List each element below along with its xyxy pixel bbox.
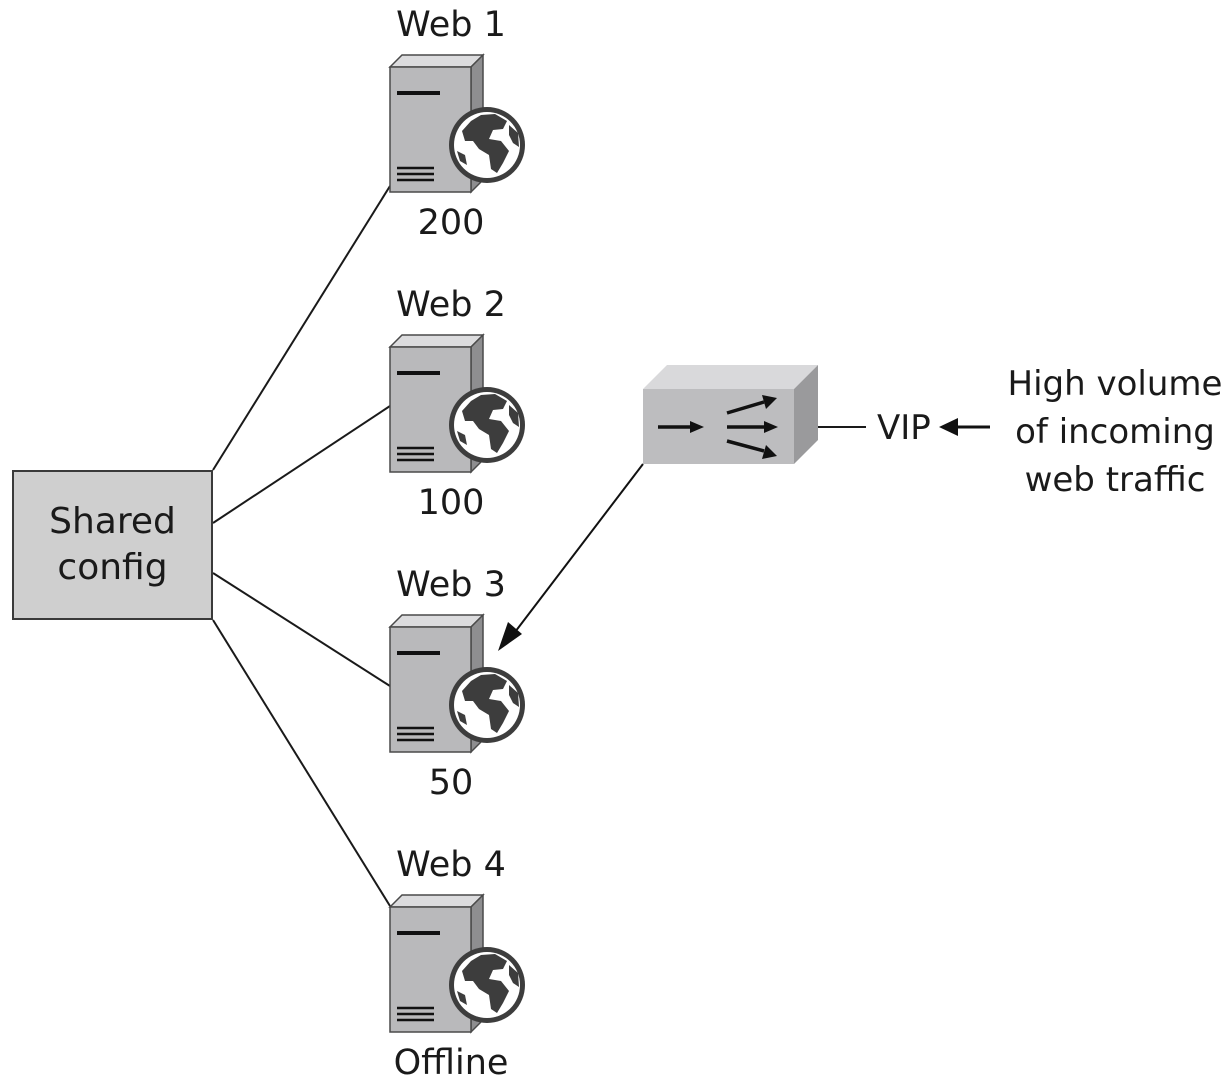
traffic-label-line: High volume [1007,364,1223,404]
shared-config-box: Shared config [12,470,213,620]
connector-web-4 [212,619,391,907]
server-title: Web 1 [396,5,506,45]
server-title: Web 3 [396,565,506,605]
shared-config-label: Shared [49,501,176,542]
server-globe-icon [390,335,525,472]
server-weight: 50 [428,763,474,803]
server-status: Offline [393,1043,509,1083]
shared-config-label: config [57,547,168,588]
load-balancer-icon [643,365,818,464]
traffic-label-line: of incoming [1015,412,1215,452]
vip-label: VIP [877,408,931,448]
traffic-label-line: web traffic [1024,460,1206,500]
server-globe-icon [390,55,525,192]
server-weight: 200 [417,203,485,243]
incoming-traffic-label: High volume of incoming web traffic [990,360,1227,504]
connector-web-1 [212,185,391,471]
connector-web-3 [212,572,391,687]
server-title: Web 4 [396,845,506,885]
server-title: Web 2 [396,285,506,325]
routed-traffic-arrow [498,463,644,651]
incoming-traffic-arrow [939,418,990,436]
server-weight: 100 [417,483,485,523]
connector-web-2 [212,405,391,524]
server-globe-icon [390,895,525,1032]
